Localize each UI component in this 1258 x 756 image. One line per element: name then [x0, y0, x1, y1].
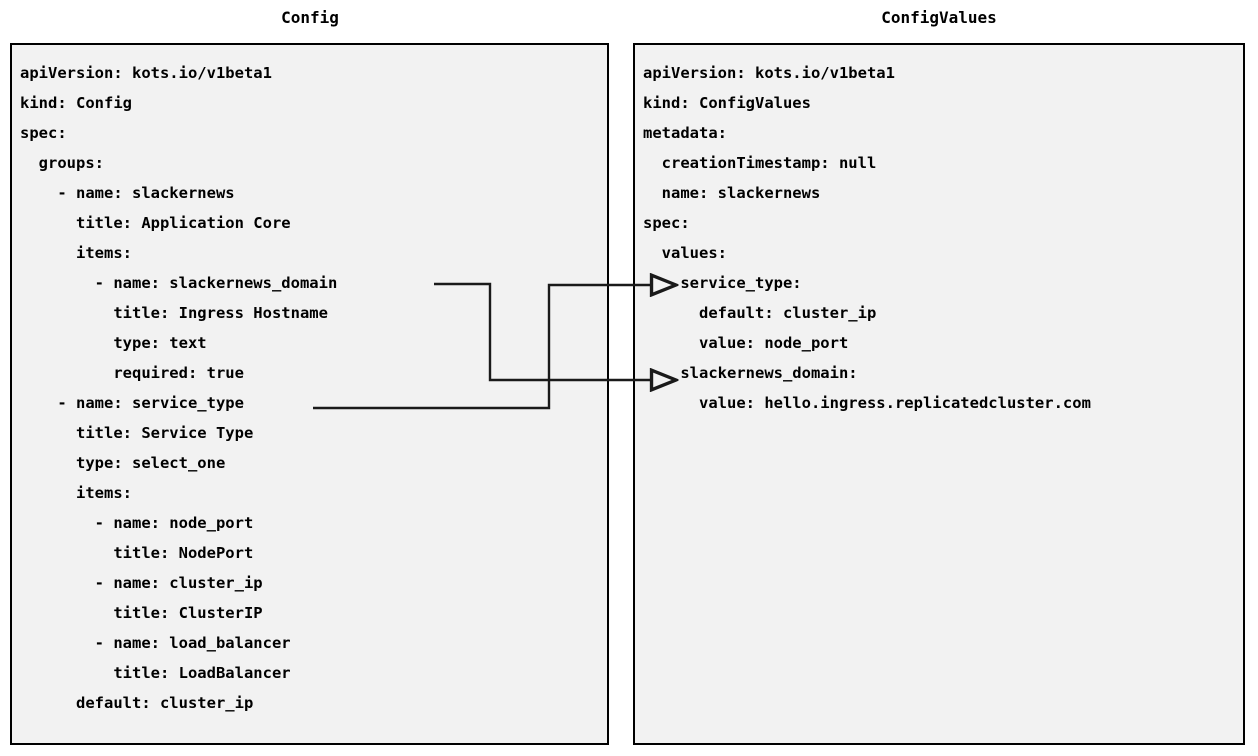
config-yaml-line: items: — [20, 484, 132, 502]
panel-configvalues: apiVersion: kots.io/v1beta1 kind: ConfigV… — [633, 43, 1245, 745]
configvalues-yaml-line: name: slackernews — [643, 184, 821, 202]
config-yaml-line: apiVersion: kots.io/v1beta1 — [20, 64, 272, 82]
panel-config: apiVersion: kots.io/v1beta1 kind: Config s… — [10, 43, 609, 745]
config-yaml-line: type: text — [20, 334, 207, 352]
configvalues-yaml-line: metadata: — [643, 124, 727, 142]
config-yaml-line: title: LoadBalancer — [20, 664, 291, 682]
config-yaml-line: - name: slackernews_domain — [20, 274, 338, 292]
configvalues-yaml-line: service_type: — [643, 274, 802, 292]
configvalues-yaml-line: kind: ConfigValues — [643, 94, 811, 112]
config-yaml-line: spec: — [20, 124, 67, 142]
config-yaml-line: title: ClusterIP — [20, 604, 263, 622]
configvalues-yaml-line: default: cluster_ip — [643, 304, 877, 322]
configvalues-yaml-line: apiVersion: kots.io/v1beta1 — [643, 64, 895, 82]
config-yaml-line: - name: node_port — [20, 514, 254, 532]
config-yaml-line: title: NodePort — [20, 544, 254, 562]
config-yaml-line: title: Application Core — [20, 214, 291, 232]
configvalues-yaml-line: value: node_port — [643, 334, 849, 352]
panel-title-config: Config — [281, 8, 339, 27]
config-yaml-line: kind: Config — [20, 94, 132, 112]
config-yaml-line: - name: service_type — [20, 394, 244, 412]
config-yaml-line: title: Ingress Hostname — [20, 304, 328, 322]
configvalues-yaml-line: slackernews_domain: — [643, 364, 858, 382]
config-yaml-line: - name: load_balancer — [20, 634, 291, 652]
config-yaml-line: default: cluster_ip — [20, 694, 254, 712]
yaml-block-config: apiVersion: kots.io/v1beta1 kind: Config s… — [12, 45, 337, 718]
config-yaml-line: items: — [20, 244, 132, 262]
config-yaml-line: groups: — [20, 154, 104, 172]
config-yaml-line: title: Service Type — [20, 424, 254, 442]
panel-title-configvalues: ConfigValues — [881, 8, 997, 27]
configvalues-yaml-line: spec: — [643, 214, 690, 232]
config-yaml-line: required: true — [20, 364, 244, 382]
config-yaml-line: - name: slackernews — [20, 184, 235, 202]
config-yaml-line: type: select_one — [20, 454, 226, 472]
config-yaml-line: - name: cluster_ip — [20, 574, 263, 592]
yaml-block-configvalues: apiVersion: kots.io/v1beta1 kind: ConfigV… — [635, 45, 1091, 418]
configvalues-yaml-line: value: hello.ingress.replicatedcluster.c… — [643, 394, 1091, 412]
configvalues-yaml-line: creationTimestamp: null — [643, 154, 877, 172]
configvalues-yaml-line: values: — [643, 244, 727, 262]
